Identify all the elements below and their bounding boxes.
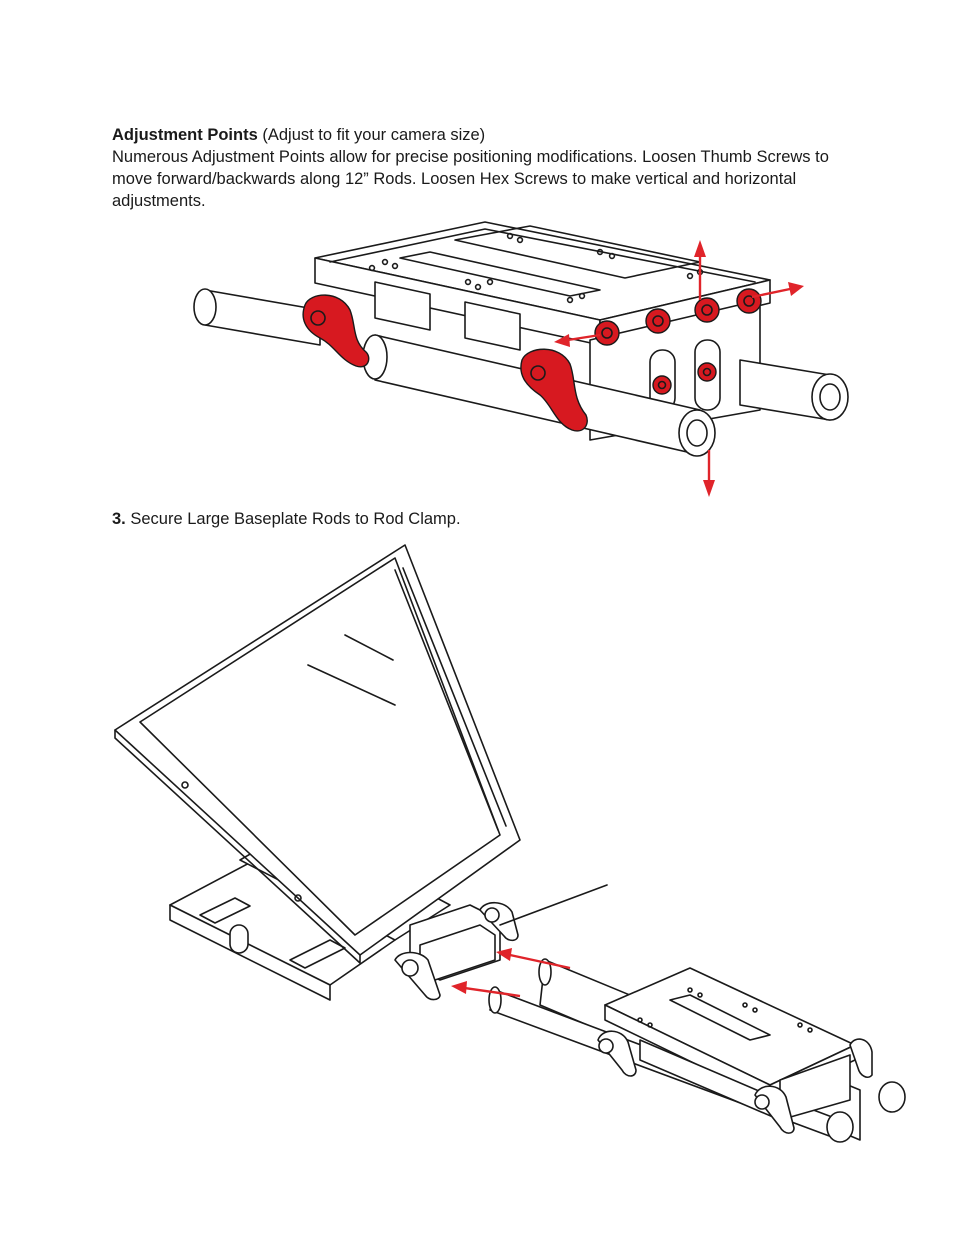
adjustment-points-subtitle: (Adjust to fit your camera size) xyxy=(257,126,486,144)
callout-line xyxy=(499,884,608,926)
step-number: 3. xyxy=(112,510,126,528)
front-rod-left xyxy=(362,334,716,457)
rear-rod-left xyxy=(193,288,321,346)
large-baseplate xyxy=(604,967,856,1121)
step-text: Secure Large Baseplate Rods to Rod Clamp… xyxy=(125,510,461,528)
adjustment-arrows xyxy=(554,240,804,497)
step-3-instruction: 3. Secure Large Baseplate Rods to Rod Cl… xyxy=(112,508,852,530)
thumb-screw-right xyxy=(520,348,588,432)
thumb-screw-left xyxy=(302,294,370,368)
teleprompter-glass-frame xyxy=(114,544,521,964)
adjustment-points-heading: Adjustment Points (Adjust to fit your ca… xyxy=(112,124,852,146)
teleprompter-rod-clamp xyxy=(394,901,519,1001)
adjustment-points-description: Numerous Adjustment Points allow for pre… xyxy=(112,148,829,210)
hex-screws xyxy=(594,288,762,395)
baseplate-thumb-screws xyxy=(597,1030,873,1134)
insertion-arrows xyxy=(451,948,571,998)
adjustment-points-title: Adjustment Points xyxy=(112,126,258,144)
baseplate-adjustment-illustration xyxy=(193,221,849,497)
rear-rod-right xyxy=(739,359,849,421)
